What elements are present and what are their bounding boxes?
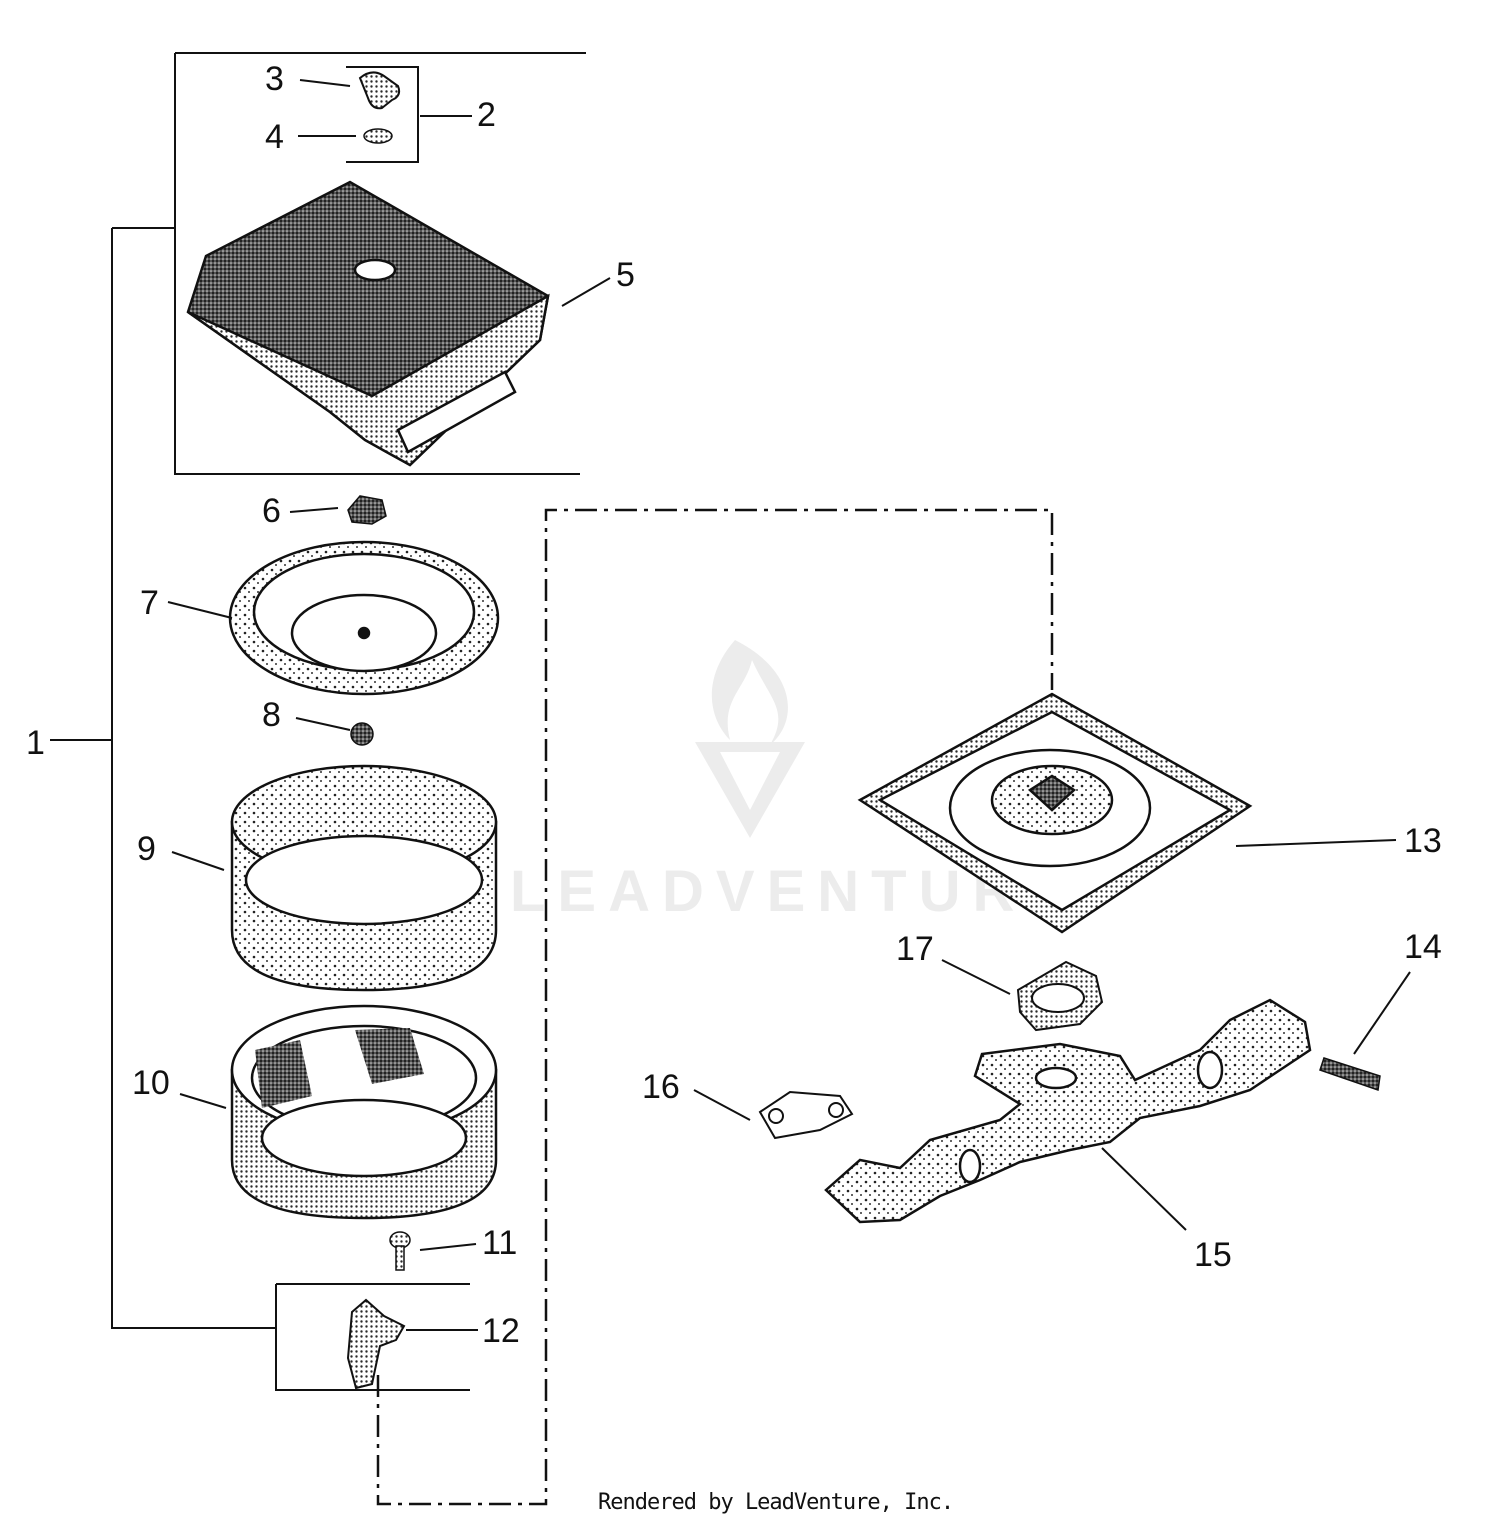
leader-lines [50,79,1411,1331]
part-9-foam-precleaner [230,764,498,992]
callout-10: 10 [132,1064,170,1102]
part-6-nut [347,495,387,525]
callout-8: 8 [262,696,281,734]
part-14-stud [1319,1057,1381,1092]
callout-15: 15 [1194,1236,1232,1274]
callout-12: 12 [482,1312,520,1350]
linkage-lines [376,508,1054,1506]
part-13-air-cleaner-base [857,692,1253,934]
callout-13: 13 [1404,822,1442,860]
part-17-gasket [1016,960,1104,1032]
callout-6: 6 [262,492,281,530]
part-7-cover-plate [228,540,500,696]
callout-9: 9 [137,830,156,868]
callout-2: 2 [477,96,496,134]
part-11-screw [389,1231,411,1271]
callout-16: 16 [642,1068,680,1106]
assembly-brackets [111,52,586,1391]
callout-1: 1 [26,724,45,762]
callout-7: 7 [140,584,159,622]
callout-14: 14 [1404,928,1442,966]
part-15-bracket [824,998,1312,1224]
part-16-gasket [758,1090,854,1140]
part-3-wing-nut [358,71,401,110]
part-5-air-cleaner-cover [186,180,550,467]
callout-numbers: 1 2 3 4 5 6 7 8 9 10 11 12 13 14 15 16 1… [26,60,1442,1350]
part-10-air-filter-element [230,1004,498,1220]
callout-3: 3 [265,60,284,98]
part-4-washer [363,128,393,144]
part-8-seal [350,722,374,746]
callout-17: 17 [896,930,934,968]
callout-5: 5 [616,256,635,294]
callout-11: 11 [482,1224,517,1262]
callout-4: 4 [265,118,284,156]
part-12-clip [346,1298,406,1390]
rendered-by-footer: Rendered by LeadVenture, Inc. [598,1490,954,1515]
